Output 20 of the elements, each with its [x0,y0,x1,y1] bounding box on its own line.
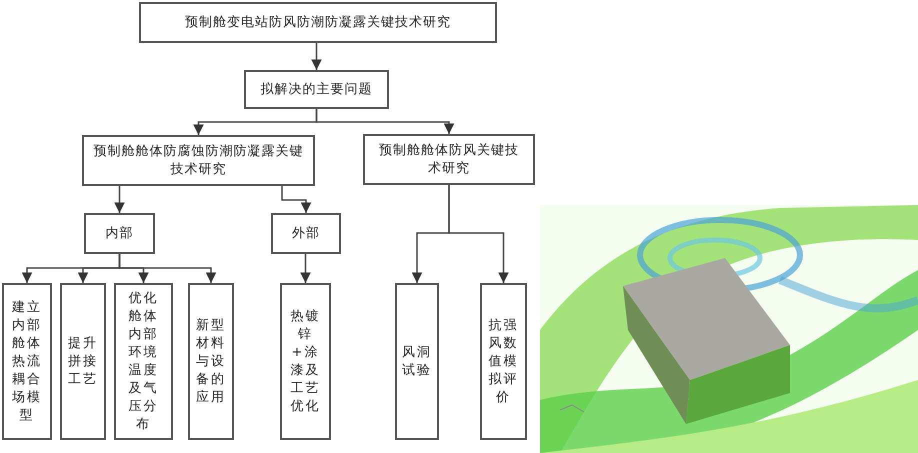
process-box: 内部 [84,213,155,254]
arrow [300,254,311,283]
arrow [316,109,454,134]
process-box: 建立内部舱体热流耦合场模型 [2,283,52,440]
process-box: 优化舱体内部环境温度及气压分布 [114,283,173,440]
arrow [114,186,125,213]
process-box: 热镀锌+涂漆及工艺优化 [280,283,331,440]
process-box: 预制舱舱体防风关键技术研究 [363,134,535,185]
process-box: 抗强风数值模拟评价 [480,283,527,440]
arrow [448,185,509,283]
process-box: 外部 [271,213,341,254]
arrow [281,186,312,213]
process-box: 风洞试验 [395,283,439,440]
process-box: 预制舱舱体防腐蚀防潮防凝露关键技术研究 [82,135,315,186]
arrow [311,43,322,70]
process-box: 拟解决的主要问题 [244,70,389,109]
process-box: 预制舱变电站防风防潮防凝露关键技术研究 [139,2,497,43]
arrow [118,254,216,283]
process-box: 提升拼接工艺 [60,283,106,440]
process-box: 新型材料与设备的应用 [188,283,234,440]
